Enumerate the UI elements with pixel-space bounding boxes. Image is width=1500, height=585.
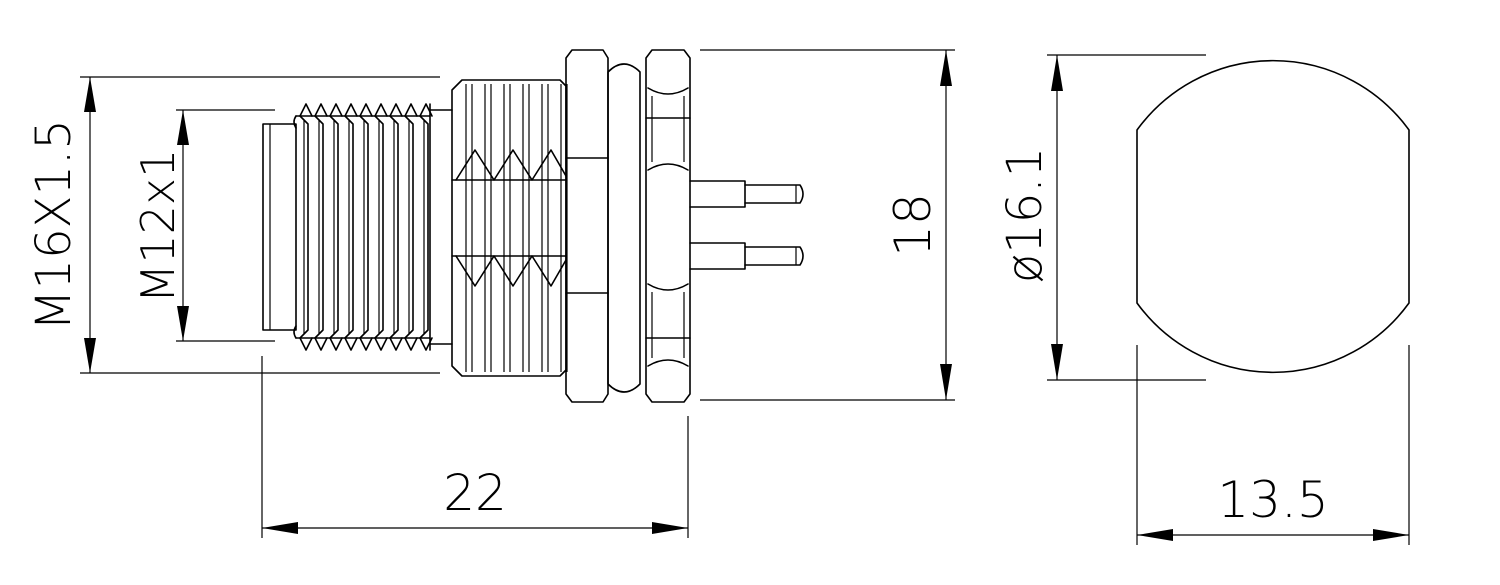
flange-hex-nut bbox=[565, 49, 609, 403]
dim-thread-major: M16X1.5 bbox=[26, 76, 440, 374]
panel-nut bbox=[645, 49, 691, 403]
rear-body-knurled bbox=[451, 79, 568, 377]
label-flat-width: 13.5 bbox=[1217, 471, 1328, 529]
dim-flange-height: 18 bbox=[700, 49, 955, 401]
solder-pins bbox=[689, 180, 804, 270]
label-flange-height: 18 bbox=[884, 193, 942, 257]
label-thread-minor: M12x1 bbox=[131, 149, 185, 304]
label-hole-diameter: ø16.1 bbox=[997, 147, 1053, 283]
dim-body-length: 22 bbox=[261, 356, 689, 538]
label-body-length: 22 bbox=[443, 464, 507, 522]
label-thread-major: M16X1.5 bbox=[26, 119, 82, 331]
connector-side-view bbox=[262, 49, 804, 403]
o-ring-washer bbox=[607, 63, 641, 393]
m16-thread-section bbox=[293, 103, 453, 351]
m12-front-nose bbox=[262, 123, 297, 331]
dim-thread-minor: M12x1 bbox=[131, 109, 275, 342]
panel-cutout-view bbox=[1136, 59, 1410, 374]
dim-hole-diameter: ø16.1 bbox=[997, 54, 1206, 381]
dim-flat-width: 13.5 bbox=[1136, 345, 1410, 545]
